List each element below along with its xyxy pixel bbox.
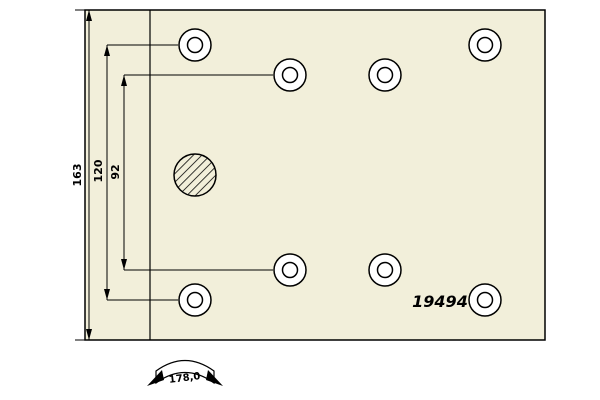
rivet-hole: [178, 28, 212, 62]
arrow-right-icon: [206, 370, 223, 386]
dimension-92: 92: [109, 74, 273, 271]
arrow-left-icon: [147, 370, 164, 386]
arrow-down-icon: [104, 289, 110, 300]
rivet-hole: [273, 58, 307, 92]
arrow-down-icon: [121, 259, 127, 270]
arrow-up-icon: [121, 75, 127, 86]
backplate: [84, 9, 546, 341]
arrow-up-icon: [104, 45, 110, 56]
rivet-hole: [273, 253, 307, 287]
dimension-120: 120: [92, 44, 178, 301]
part-number: 19494: [412, 292, 468, 311]
rivet-hole: [468, 283, 502, 317]
rivet-hole: [468, 28, 502, 62]
arc-width-label: 178,0: [168, 371, 201, 386]
rivet-hole: [368, 58, 402, 92]
arrow-down-icon: [86, 329, 92, 340]
dim-total-height-label: 163: [71, 164, 84, 187]
dim-outer-spacing-label: 120: [92, 159, 105, 182]
center-hole-hatched: [173, 153, 217, 197]
rivet-hole: [178, 283, 212, 317]
dimension-163: 163: [71, 10, 92, 340]
dim-inner-spacing-label: 92: [109, 164, 122, 179]
arrow-up-icon: [86, 10, 92, 21]
rivet-hole: [368, 253, 402, 287]
rivet-holes: [178, 28, 502, 317]
arc-symbol: 178,0: [147, 360, 223, 386]
arc-band: [155, 360, 215, 385]
